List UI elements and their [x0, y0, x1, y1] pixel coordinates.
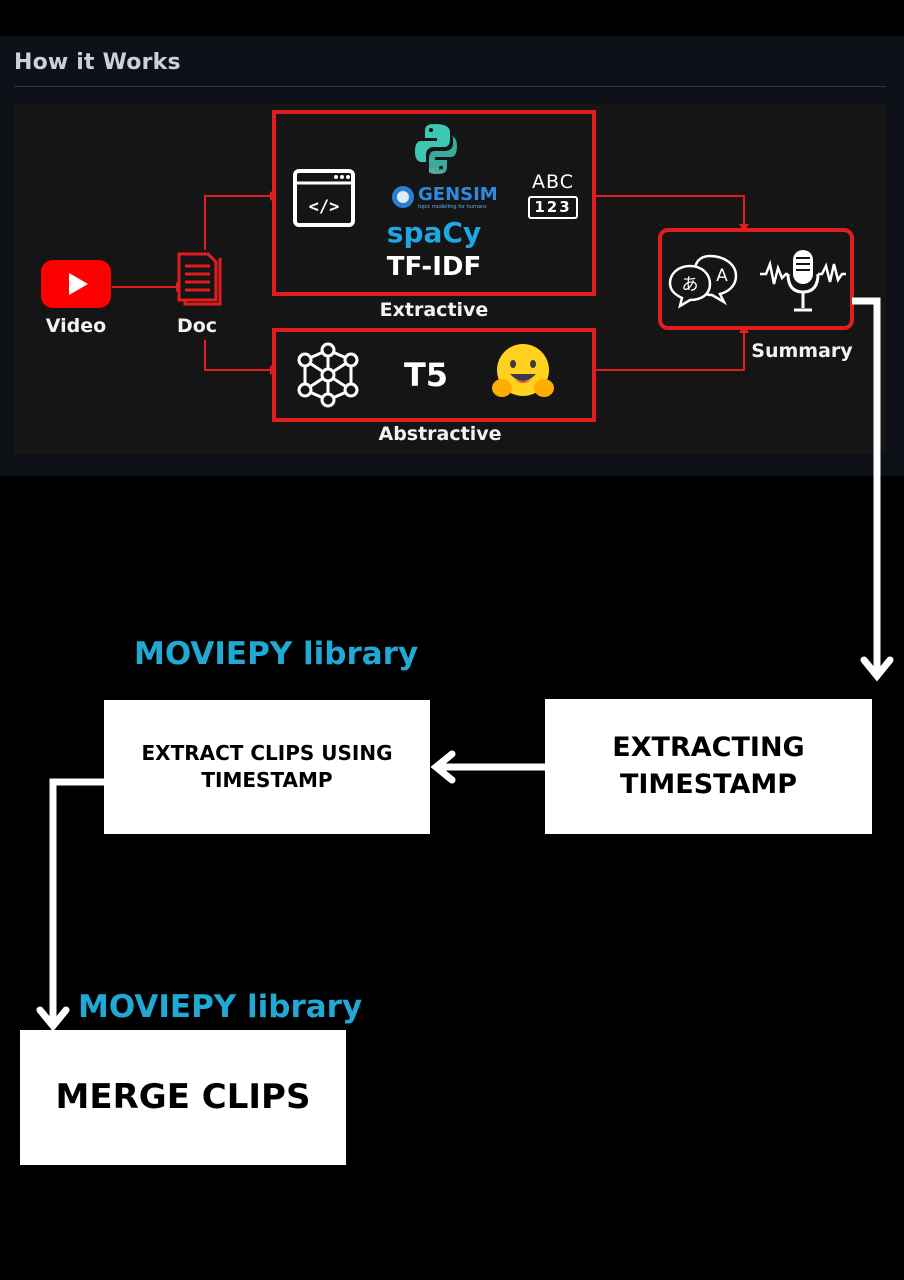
doc-to-extractive-line — [204, 195, 272, 250]
summary-to-timestamp-line — [852, 297, 881, 676]
code-window-icon: </> — [293, 169, 355, 227]
doc-to-abstractive-line — [204, 340, 272, 371]
doc-label: Doc — [176, 315, 218, 337]
t5-text: T5 — [403, 356, 449, 394]
arrowhead — [739, 224, 749, 231]
tfidf-text: TF-IDF — [386, 252, 482, 282]
video-label: Video — [45, 315, 107, 337]
japanese-glyph: あ — [682, 275, 699, 295]
section-title: How it Works — [14, 50, 181, 75]
gensim-logo-icon — [392, 186, 414, 208]
extractive-label: Extractive — [379, 299, 489, 321]
hugging-face-icon — [492, 344, 554, 397]
abstractive-to-summary-line — [596, 330, 745, 371]
summary-label: Summary — [751, 340, 853, 362]
extract-clips-box: EXTRACT CLIPS USING TIMESTAMP — [104, 700, 430, 834]
microphone-icon — [760, 250, 846, 312]
svg-text:</>: </> — [309, 197, 340, 217]
moviepy-label: MOVIEPY library — [134, 636, 419, 672]
moviepy-label: MOVIEPY library — [78, 989, 363, 1025]
spacy-text: spaCy — [386, 216, 482, 249]
gensim-tagline: topic modelling for humans — [418, 204, 487, 210]
abstractive-box — [272, 328, 596, 422]
extract-to-merge-line — [49, 778, 104, 1026]
nltk-caption: NLTK — [428, 168, 444, 175]
arrowhead-down — [36, 1006, 70, 1032]
arrowhead-down — [860, 656, 894, 682]
title-divider — [14, 86, 886, 87]
extracting-timestamp-box: EXTRACTING TIMESTAMP — [545, 699, 872, 834]
merge-clips-box: MERGE CLIPS — [20, 1030, 346, 1165]
extract-clips-text: EXTRACT CLIPS USING TIMESTAMP — [141, 741, 393, 792]
python-icon — [415, 124, 457, 174]
extractive-to-summary-line — [596, 195, 745, 226]
extractive-box — [272, 110, 596, 296]
document-icon — [177, 252, 222, 306]
diagram-connectors — [112, 191, 749, 375]
youtube-icon — [41, 260, 111, 308]
gensim-text: GENSIM — [418, 184, 498, 205]
merge-clips-text: MERGE CLIPS — [55, 1076, 311, 1117]
translate-icon: あ A — [668, 254, 738, 309]
number-123-icon: 123 — [528, 196, 578, 219]
arrowhead-left — [430, 750, 456, 784]
abc-text: ABC — [532, 171, 574, 193]
diagram-background — [14, 104, 886, 454]
extracting-timestamp-text: EXTRACTING TIMESTAMP — [612, 732, 805, 800]
abstractive-label: Abstractive — [378, 423, 502, 445]
latin-glyph: A — [716, 266, 728, 286]
summary-box — [658, 228, 854, 330]
neural-network-icon — [297, 342, 359, 408]
